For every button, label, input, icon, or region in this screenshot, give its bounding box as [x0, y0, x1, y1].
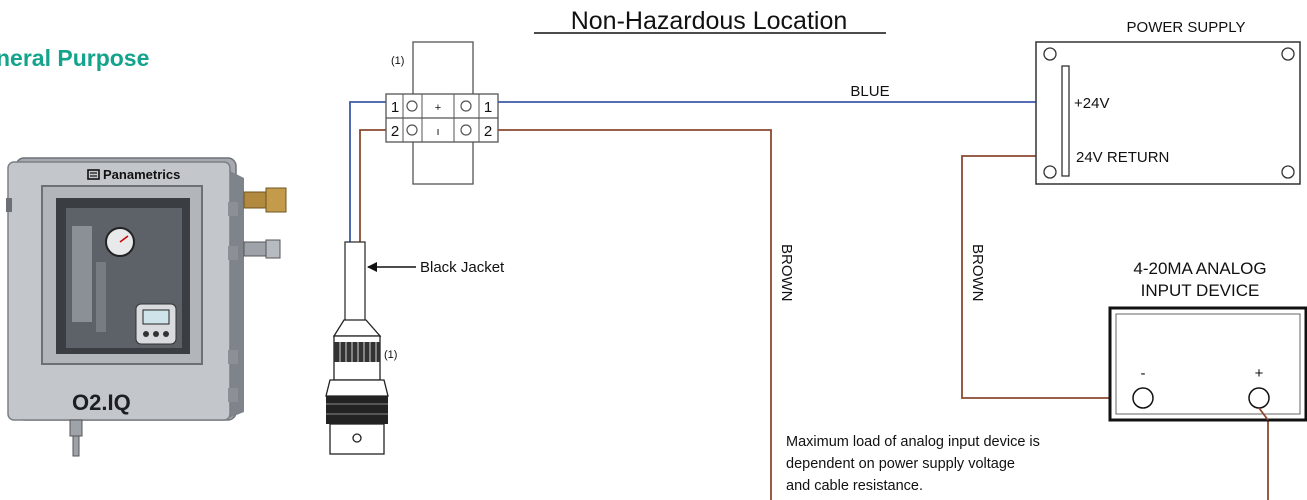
analog-plus-label: + — [1255, 365, 1264, 382]
terminal-ref-note: (1) — [391, 55, 404, 67]
brown-wire — [359, 129, 386, 242]
location-heading: Non-Hazardous Location — [571, 7, 848, 35]
power-supply-title: POWER SUPPLY — [1127, 19, 1246, 36]
connector-knurl — [334, 342, 380, 362]
jacket-arrow-head — [367, 262, 377, 272]
analyzer-device-image: Panametrics — [6, 157, 287, 457]
bottom-fitting — [69, 419, 83, 457]
note-line-2: dependent on power supply voltage — [786, 456, 1015, 472]
terminal-plus-24v: +24V — [1074, 95, 1109, 112]
analog-minus-label: - — [1141, 365, 1146, 382]
power-supply-terminal-strip — [1061, 65, 1070, 177]
mount-hole-br — [1281, 165, 1295, 179]
terminal-screw-2b — [460, 124, 472, 136]
terminal-row2-right: 2 — [484, 123, 492, 140]
terminal-row2-left: 2 — [391, 123, 399, 140]
terminal-screw-1b — [460, 100, 472, 112]
cable-connector — [325, 319, 389, 455]
terminal-row1-right: 1 — [484, 99, 492, 116]
side-title: neral Purpose — [0, 45, 149, 71]
terminal-24v-return: 24V RETURN — [1076, 149, 1169, 166]
brown-wire-to-analog-plus — [498, 129, 772, 500]
brown-wire-label-2: BROWN — [969, 244, 986, 302]
note-line-1: Maximum load of analog input device is — [786, 434, 1040, 450]
terminal-row1-left: 1 — [391, 99, 399, 116]
brand-logo: Panametrics — [87, 167, 180, 182]
brown-wire-label-1: BROWN — [778, 244, 795, 302]
terminal-row2-sign: ı — [436, 126, 439, 138]
mount-hole-tr — [1281, 47, 1295, 61]
steel-fitting — [243, 239, 281, 259]
analog-minus-terminal — [1132, 387, 1154, 409]
analog-device-title-2: INPUT DEVICE — [1141, 281, 1260, 300]
connector-ref-note: (1) — [384, 349, 397, 361]
terminal-screw-1a — [406, 100, 418, 112]
blue-wire-label: BLUE — [850, 83, 889, 100]
analog-device-title-1: 4-20MA ANALOG — [1133, 259, 1266, 278]
terminal-block: (1) 1 + 1 2 ı 2 — [385, 41, 499, 185]
model-name: O2.IQ — [72, 390, 131, 415]
blue-wire — [349, 101, 386, 242]
analog-plus-lead — [1258, 407, 1269, 421]
brown-wire-return — [961, 155, 1132, 399]
pressure-gauge — [105, 227, 135, 257]
display-module — [135, 303, 177, 345]
analog-plus-terminal — [1248, 387, 1270, 409]
note-line-3: and cable resistance. — [786, 478, 923, 494]
power-supply-box — [1035, 41, 1301, 185]
mount-hole-tl — [1043, 47, 1057, 61]
sensor-cable — [344, 241, 366, 323]
terminal-screw-2a — [406, 124, 418, 136]
brand-name: Panametrics — [103, 167, 180, 182]
mount-hole-bl — [1043, 165, 1057, 179]
terminal-row1-sign: + — [435, 102, 441, 114]
brass-fitting — [243, 187, 287, 213]
jacket-label: Black Jacket — [420, 259, 505, 276]
